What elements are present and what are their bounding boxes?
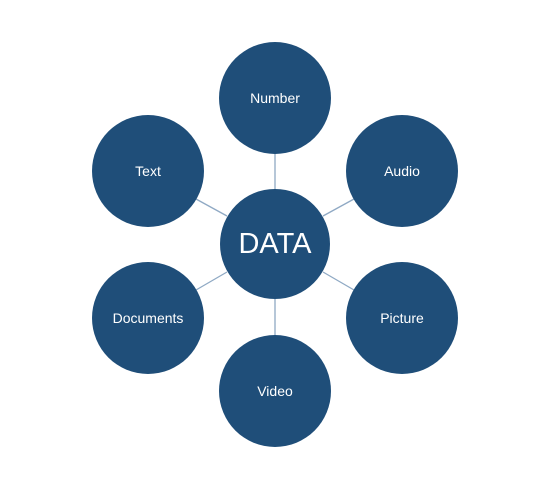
connectors: [195, 154, 355, 336]
connector-audio: [322, 198, 355, 217]
center-node: DATA: [220, 189, 330, 299]
node-audio: Audio: [346, 115, 458, 227]
node-number-circle: [219, 42, 331, 154]
node-video-circle: [219, 335, 331, 447]
connector-documents: [195, 271, 228, 291]
center-node-label: DATA: [238, 228, 312, 260]
node-text-circle: [92, 115, 204, 227]
node-number-label: Number: [250, 90, 300, 106]
node-video: Video: [219, 335, 331, 447]
node-documents-circle: [92, 262, 204, 374]
node-picture: Picture: [346, 262, 458, 374]
node-number: Number: [219, 42, 331, 154]
node-documents-label: Documents: [113, 310, 184, 326]
connector-picture: [322, 271, 355, 291]
connector-text: [195, 198, 228, 217]
node-documents: Documents: [92, 262, 204, 374]
node-text-label: Text: [135, 163, 161, 179]
node-picture-label: Picture: [380, 310, 424, 326]
node-audio-circle: [346, 115, 458, 227]
node-video-label: Video: [257, 383, 293, 399]
node-picture-circle: [346, 262, 458, 374]
node-audio-label: Audio: [384, 163, 420, 179]
center-node-circle: [220, 189, 330, 299]
node-text: Text: [92, 115, 204, 227]
